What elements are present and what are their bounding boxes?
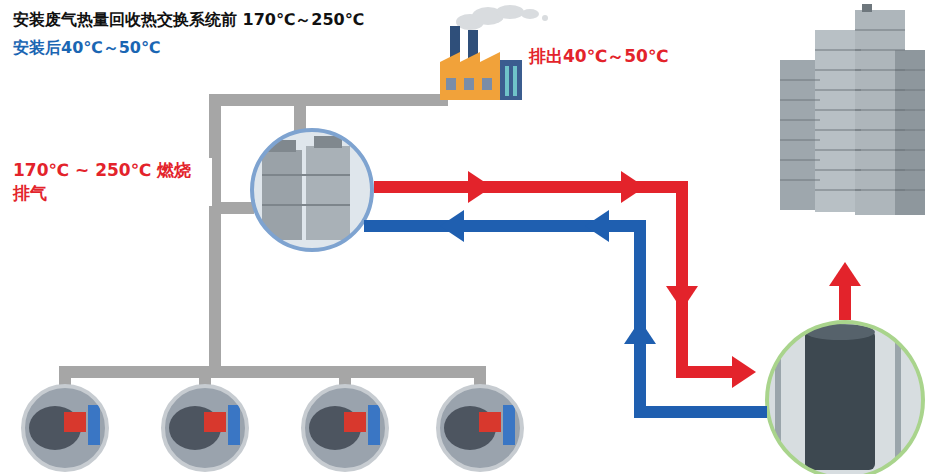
water-tank (767, 322, 923, 474)
flue-gas-label: 170℃ ~ 250℃ 燃烧 排气 (10, 158, 212, 206)
exhaust-temperature: 排出40℃～50℃ (526, 44, 672, 69)
smoke (456, 5, 548, 30)
exhaust-pipe (59, 94, 486, 388)
heat-exchanger (250, 128, 374, 252)
apartment-buildings (780, 4, 925, 215)
factory (440, 26, 522, 100)
boiler (23, 386, 522, 470)
note-before: 安装废气热量回收热交换系统前 170℃～250℃ (10, 8, 367, 32)
cold-water-flow (364, 210, 767, 412)
hot-water-flow (374, 171, 861, 388)
note-after: 安装后40℃～50℃ (10, 36, 163, 60)
